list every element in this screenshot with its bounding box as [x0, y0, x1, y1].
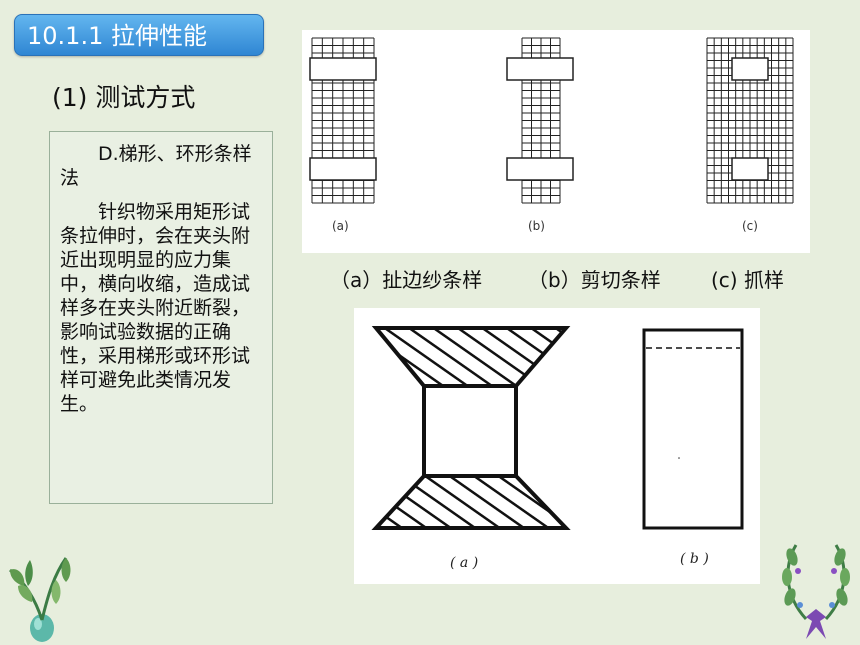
wreath-decoration-icon	[782, 544, 850, 639]
plant-decoration-icon	[9, 557, 71, 642]
section-subtitle: (1) 测试方式	[52, 83, 196, 112]
specimen-a-bottom-clamp	[309, 157, 377, 181]
trapezoid-ring-svg: ( a ) ( b )	[371, 326, 744, 571]
ring-specimen	[642, 328, 744, 530]
description-box: D.梯形、环形条样法 针织物采用矩形试条拉伸时，会在夹头附近出现明显的应力集中，…	[49, 131, 273, 504]
specimen-a-label: (a)	[332, 219, 349, 233]
trapezoid-center	[422, 384, 518, 478]
description-body: 针织物采用矩形试条拉伸时，会在夹头附近出现明显的应力集中，横向收缩，造成试样多在…	[60, 201, 251, 415]
specimen-c-label: (c)	[742, 219, 758, 233]
ring-label: ( b )	[680, 551, 709, 567]
specimen-a-top-clamp	[309, 57, 377, 81]
trapezoid-label: ( a )	[450, 555, 478, 571]
specimen-figure-top: (a) (b) (c)	[302, 30, 810, 253]
slide-title: 10.1.1 拉伸性能	[14, 14, 264, 56]
specimen-figure-bottom: ( a ) ( b )	[354, 308, 760, 584]
caption-a: （a）扯边纱条样	[330, 268, 483, 292]
specimen-b-label: (b)	[528, 219, 545, 233]
specimen-c-bottom-clamp	[731, 157, 769, 181]
specimen-b-bottom-clamp	[506, 157, 574, 181]
caption-c: (c) 抓样	[711, 268, 784, 292]
specimen-diagrams-svg: (a) (b) (c)	[309, 37, 794, 233]
trapezoid-bottom-clamp	[371, 474, 571, 530]
description-heading: D.梯形、环形条样法	[60, 143, 252, 189]
trapezoid-top-clamp	[371, 326, 571, 388]
specimen-b-top-clamp	[506, 57, 574, 81]
caption-b: （b）剪切条样	[528, 268, 661, 292]
specimen-c-top-clamp	[731, 57, 769, 81]
